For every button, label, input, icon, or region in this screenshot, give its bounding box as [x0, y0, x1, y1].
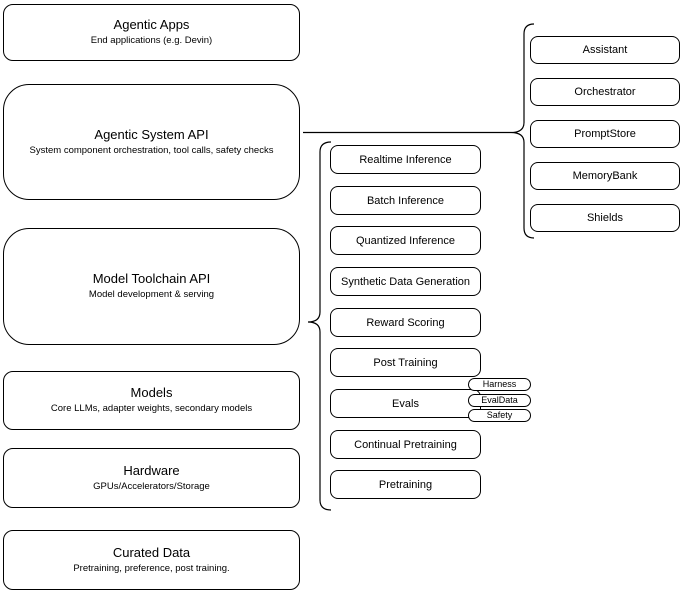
layer-agentic-apps: Agentic Apps End applications (e.g. Devi… — [3, 4, 300, 61]
layer-subtitle: Pretraining, preference, post training. — [73, 562, 230, 574]
layer-agentic-system-api: Agentic System API System component orch… — [3, 84, 300, 200]
eval-tag-harness: Harness — [468, 378, 531, 391]
layer-model-toolchain-api: Model Toolchain API Model development & … — [3, 228, 300, 345]
layer-subtitle: System component orchestration, tool cal… — [29, 144, 274, 156]
layer-title: Model Toolchain API — [92, 271, 211, 287]
brace-toolchain — [307, 141, 332, 511]
layer-title: Hardware — [123, 462, 180, 478]
toolchain-item-batch-inference: Batch Inference — [330, 186, 481, 215]
component-assistant: Assistant — [530, 36, 680, 64]
toolchain-item-synthetic-data-generation: Synthetic Data Generation — [330, 267, 481, 296]
toolchain-item-quantized-inference: Quantized Inference — [330, 226, 481, 255]
toolchain-item-realtime-inference: Realtime Inference — [330, 145, 481, 174]
layer-subtitle: Core LLMs, adapter weights, secondary mo… — [50, 403, 253, 415]
toolchain-item-reward-scoring: Reward Scoring — [330, 308, 481, 337]
toolchain-item-pretraining: Pretraining — [330, 470, 481, 499]
component-promptstore: PromptStore — [530, 120, 680, 148]
layer-hardware: Hardware GPUs/Accelerators/Storage — [3, 448, 300, 508]
toolchain-item-evals: Evals — [330, 389, 481, 418]
layer-title: Curated Data — [112, 544, 191, 560]
layer-title: Models — [130, 385, 173, 401]
toolchain-item-post-training: Post Training — [330, 348, 481, 377]
layer-curated-data: Curated Data Pretraining, preference, po… — [3, 530, 300, 590]
component-orchestrator: Orchestrator — [530, 78, 680, 106]
layer-title: Agentic System API — [94, 126, 209, 142]
component-memorybank: MemoryBank — [530, 162, 680, 190]
layer-subtitle: Model development & serving — [88, 289, 215, 301]
eval-tag-evaldata: EvalData — [468, 394, 531, 407]
layer-title: Agentic Apps — [113, 17, 190, 33]
layer-subtitle: End applications (e.g. Devin) — [90, 35, 213, 47]
toolchain-item-continual-pretraining: Continual Pretraining — [330, 430, 481, 459]
eval-tag-safety: Safety — [468, 409, 531, 422]
component-shields: Shields — [530, 204, 680, 232]
layer-subtitle: GPUs/Accelerators/Storage — [93, 480, 210, 492]
layer-models: Models Core LLMs, adapter weights, secon… — [3, 371, 300, 430]
